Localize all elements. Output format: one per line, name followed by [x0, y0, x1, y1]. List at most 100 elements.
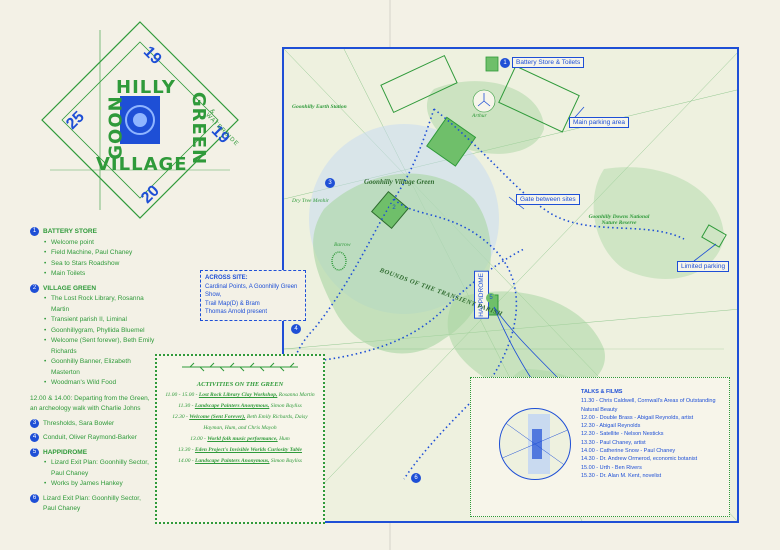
talks-list: TALKS & FILMS 11.30 - Chris Caldwell, Co…	[581, 388, 726, 480]
legend-section-1: 1 BATTERY STORE	[30, 227, 155, 238]
activities-panel: ACTIVITIES ON THE GREEN 11.00 - 15.00 - …	[155, 354, 325, 524]
place-dry-tree: Dry Tree Menhir	[292, 198, 330, 204]
legend-section-3: 3 Thresholds, Sara Bowler	[30, 418, 155, 430]
activity-what: Welcome (Sent Forever),	[189, 414, 246, 420]
talk-row: 14.30 - Dr. Andrew Ormerod, economic bot…	[581, 456, 698, 463]
map-marker-1: 1	[500, 58, 510, 68]
activity-what: Eden Project's Invisible Worlds Curiosit…	[194, 447, 302, 453]
activity-row: 14.00 - Landscape Painters Anonymous, Si…	[178, 458, 302, 464]
talk-row: 12.30 - Abigail Reynolds	[581, 423, 641, 430]
legend: 1 BATTERY STORE Welcome point Field Mach…	[30, 223, 155, 515]
plant-ornament	[182, 362, 298, 372]
event-logo: HILLY GOON VILLAGE GREEN 25 19 19 20 & W…	[40, 20, 240, 220]
talk-row: 14.00 - Catherine Snow - Paul Chaney	[581, 448, 676, 455]
legend-item: Goonhilly Banner, Elizabeth Masterton	[44, 357, 155, 378]
map-marker-5: 5	[486, 293, 496, 303]
activity-row: 11.30 - Landscape Painters Anonymous, Si…	[178, 403, 302, 409]
map-label-battery: Battery Store & Toilets	[512, 57, 585, 68]
legend-items: Welcome point Field Machine, Paul Chaney…	[44, 238, 155, 280]
walk-text: 12.00 & 14.00: Departing from the Green,…	[30, 394, 150, 413]
talk-row: 12.00 - Double Brass - Abigail Reynolds,…	[581, 414, 694, 421]
legend-section-title: HAPPIDROME	[43, 448, 88, 456]
activity-time: 14.00	[178, 458, 191, 464]
talk-row: 11.30 - Chris Caldwell, Cornwall's Areas…	[581, 398, 716, 413]
legend-number: 4	[30, 433, 39, 442]
activity-what: Landscape Painters Anonymous,	[195, 458, 270, 464]
legend-items: The Lost Rock Library, Rosanna Martin Tr…	[44, 294, 155, 389]
activity-what: Landscape Painters Anonymous,	[194, 403, 270, 409]
map-terrain	[284, 49, 737, 521]
legend-number: 2	[30, 283, 39, 293]
activity-what: World folk music performance,	[207, 436, 278, 442]
map-label-parking: Main parking area	[569, 117, 630, 128]
legend-section-6: 6 Lizard Exit Plan: Goonhilly Sector, Pa…	[30, 493, 155, 515]
place-downs: Goonhilly Downs National Nature Reserve	[588, 214, 650, 226]
activity-what: Lost Rock Library Clay Workshop,	[198, 392, 278, 398]
activity-row: 13.30 - Eden Project's Invisible Worlds …	[178, 447, 302, 453]
across-line: Trail Map(D) & Bram	[205, 300, 260, 307]
across-line: Cardinal Points, A Goonhilly Green Show,	[205, 283, 298, 299]
activity-time: 12.30	[172, 414, 185, 420]
place-barrow: Barrow	[334, 242, 351, 248]
legend-section-2: 2 VILLAGE GREEN	[30, 283, 155, 295]
place-earth-station: Goonhilly Earth Station	[292, 104, 347, 110]
legend-item: Lizard Exit Plan: Goonhilly Sector, Paul…	[44, 458, 155, 479]
activities-title: ACTIVITIES ON THE GREEN	[196, 381, 284, 388]
legend-item: Welcome (Sent forever), Beth Emily Richa…	[44, 336, 155, 357]
legend-number: 5	[30, 447, 39, 457]
activity-who: Simon Bayliss	[270, 403, 302, 409]
across-line: Thomas Arnold present	[205, 309, 268, 315]
activity-who: Hum	[279, 436, 290, 442]
talk-row: 15.00 - Urth - Ben Rivers	[581, 464, 642, 471]
legend-section-title: VILLAGE GREEN	[43, 284, 97, 292]
legend-item: Woodman's Wild Food	[44, 378, 155, 389]
activity-who: Simon Bayliss	[270, 458, 302, 464]
talks-panel: TALKS & FILMS 11.30 - Chris Caldwell, Co…	[470, 377, 730, 517]
legend-items: Lizard Exit Plan: Goonhilly Sector, Paul…	[44, 458, 155, 490]
map-marker-6: 6	[411, 473, 421, 483]
activity-time: 13.30	[178, 447, 191, 453]
logo-word-hilly: HILLY	[116, 77, 176, 98]
logo-word-goon: GOON	[105, 95, 127, 160]
logo-diamond-graphic	[41, 21, 239, 219]
legend-section-4: 4 Conduit, Oliver Raymond-Barker	[30, 433, 155, 444]
legend-section-title: Conduit, Oliver Raymond-Barker	[43, 434, 137, 441]
legend-number: 3	[30, 418, 39, 428]
talk-row: 15.30 - Dr. Alan M. Kent, novelist	[581, 472, 662, 479]
talks-title: TALKS & FILMS	[581, 389, 623, 395]
activity-row: 12.30 - Welcome (Sent Forever), Beth Emi…	[172, 414, 308, 431]
map-label-limited: Limited parking	[677, 261, 730, 272]
activity-time: 11.00 - 15.00	[165, 392, 195, 398]
logo-word-village: VILLAGE	[96, 154, 188, 175]
legend-number: 6	[30, 493, 39, 503]
map-marker-4: 4	[291, 324, 301, 334]
across-title: ACROSS SITE:	[205, 275, 248, 281]
zoom-detail	[499, 408, 571, 480]
legend-item: Welcome point	[44, 238, 155, 249]
logo-word-green: GREEN	[188, 91, 210, 166]
activity-time: 11.30	[178, 403, 191, 409]
legend-item: Works by James Hankey	[44, 479, 155, 490]
talk-row: 13.30 - Paul Chaney, artist	[581, 439, 646, 446]
across-site-box: ACROSS SITE: Cardinal Points, A Goonhill…	[200, 270, 306, 321]
talk-row: 12.30 - Satellite - Nelson Nesticks	[581, 431, 664, 438]
legend-item: The Lost Rock Library, Rosanna Martin	[44, 294, 155, 315]
legend-item: Goonhillygram, Phyllida Bluemel	[44, 326, 155, 337]
legend-section-title: Lizard Exit Plan: Goonhilly Sector, Paul…	[43, 494, 141, 513]
activity-time: 13.00	[190, 436, 203, 442]
activity-who: Rosanna Martin	[278, 392, 315, 398]
legend-item: Field Machine, Paul Chaney	[44, 248, 155, 259]
legend-number: 1	[30, 227, 39, 236]
map-marker-2: 2	[389, 203, 399, 213]
legend-section-title: BATTERY STORE	[43, 228, 97, 235]
legend-item: Main Toilets	[44, 269, 155, 280]
zoom-illustration	[500, 414, 570, 474]
legend-section-5: 5 HAPPIDROME	[30, 447, 155, 459]
map-marker-3: 3	[325, 178, 335, 188]
legend-item: Transient parish II, Liminal	[44, 315, 155, 326]
place-arthur: Arthur	[472, 113, 487, 119]
legend-item: Sea to Stars Roadshow	[44, 259, 155, 270]
activity-row: 13.00 - World folk music performance, Hu…	[190, 436, 290, 442]
legend-section-title: Thresholds, Sara Bowler	[43, 419, 115, 427]
